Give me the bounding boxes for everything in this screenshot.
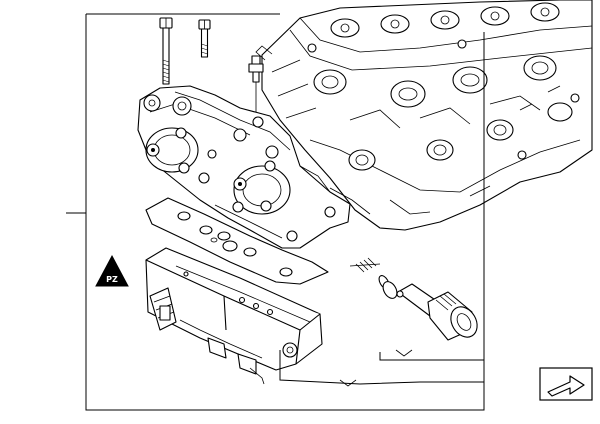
small-spring [349,257,381,273]
long-bolt [159,17,173,85]
gasket [145,197,329,285]
cylinder-head [255,0,593,231]
next-page-arrow-icon[interactable] [539,367,593,401]
breather-valve [248,55,264,112]
short-bolt [198,19,211,58]
solenoid-housing [137,85,351,249]
leader-bracket [279,349,484,387]
sealing-ring [378,275,398,299]
plug-connector [396,283,478,341]
assembly-frame [66,13,485,411]
valve-block [145,247,323,385]
warning-triangle-icon: PZ [95,254,129,287]
warning-badge-text: PZ [106,275,118,284]
